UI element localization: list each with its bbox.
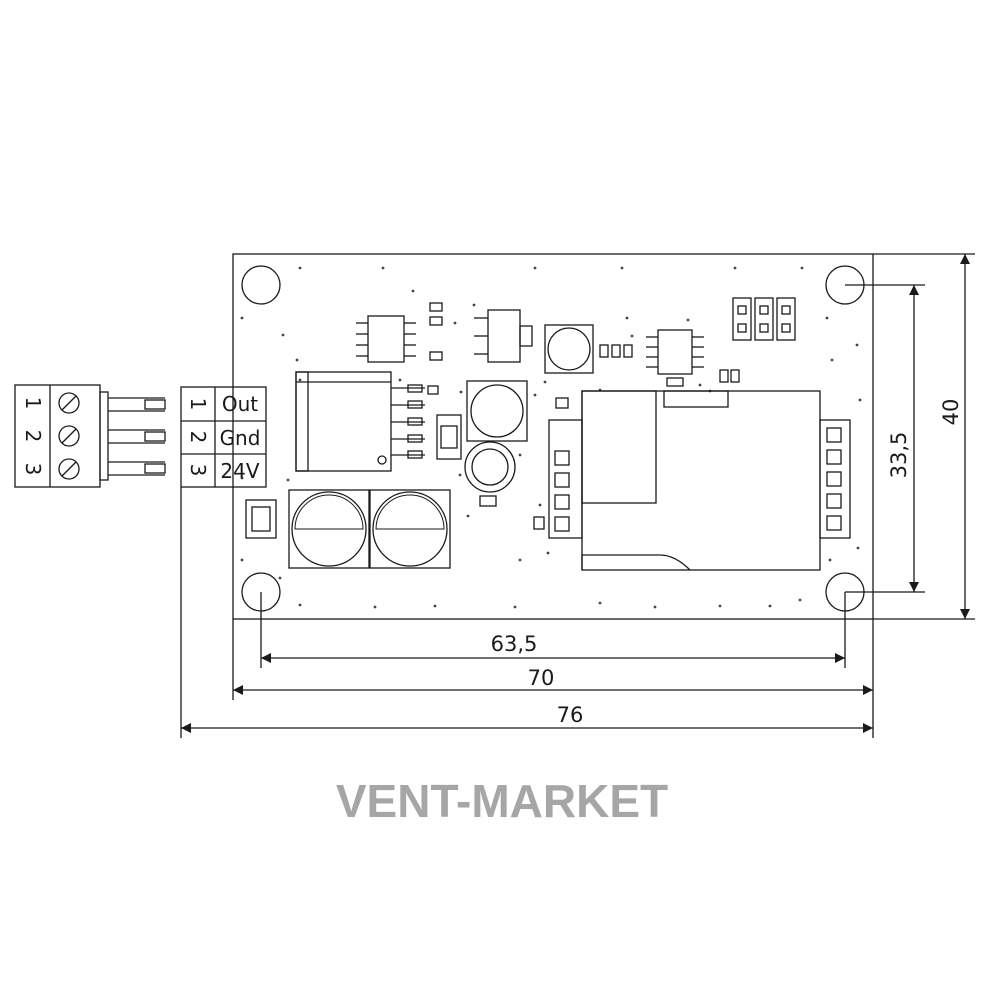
via-dot (286, 478, 290, 482)
via-dot (472, 303, 476, 307)
terminal-label-24v: 24V (220, 459, 259, 483)
dimension-label-63-5: 63,5 (491, 632, 538, 656)
terminal-pin-number: 3 (186, 464, 210, 477)
via-dot (513, 605, 517, 609)
via-dot (546, 551, 550, 555)
via-dot (533, 266, 537, 270)
via-dot (466, 514, 470, 518)
via-dot (798, 598, 802, 602)
via-dot (411, 289, 415, 293)
horizontal-dimensions (180, 487, 874, 738)
via-dot (630, 334, 634, 338)
vertical-dimensions (845, 253, 975, 620)
mounting-hole-top-left (241, 265, 281, 305)
via-dot (830, 358, 834, 362)
via-dot (298, 603, 302, 607)
via-dot (543, 380, 547, 384)
mounting-holes (241, 265, 865, 612)
plug-pin-label: 3 (21, 463, 45, 476)
terminal-pin-number: 2 (186, 431, 210, 444)
via-dot (453, 321, 457, 325)
via-dot (459, 390, 463, 394)
dimension-label-33-5: 33,5 (887, 432, 911, 479)
dimension-label-40: 40 (939, 399, 963, 426)
dimension-label-70: 70 (528, 666, 555, 690)
terminal-label-gnd: Gnd (220, 426, 261, 450)
via-dot (538, 503, 542, 507)
terminal-pin-number: 1 (186, 398, 210, 411)
via-dot (698, 383, 702, 387)
pcb-components (245, 297, 851, 571)
via-dot (620, 266, 624, 270)
plug-pin-labels: 1 2 3 (21, 397, 45, 476)
terminal-labels: 1 2 3 Out Gnd 24V (186, 392, 260, 483)
terminal-block (180, 386, 267, 488)
via-dot (858, 398, 862, 402)
via-dot (381, 266, 385, 270)
via-dot (518, 453, 522, 457)
watermark-vent-market: VENT-MARKET (336, 775, 668, 827)
via-dot (653, 605, 657, 609)
via-dot (433, 604, 437, 608)
via-dot (718, 604, 722, 608)
dimension-label-76: 76 (557, 703, 584, 727)
via-dot (240, 476, 244, 480)
via-dot (278, 576, 282, 580)
via-dot (686, 318, 690, 322)
via-dot (856, 546, 860, 550)
plug-pin-label: 2 (21, 430, 45, 443)
via-dot (825, 316, 829, 320)
via-dot (733, 266, 737, 270)
via-dot (533, 393, 537, 397)
via-dot (295, 358, 299, 362)
via-dot (518, 558, 522, 562)
via-dot (598, 601, 602, 605)
via-dot (625, 316, 629, 320)
board-vias (240, 266, 862, 609)
pcb-board-outline (232, 253, 874, 620)
via-dot (855, 343, 859, 347)
plug-pin-label: 1 (21, 397, 45, 410)
via-dot (281, 333, 285, 337)
via-dot (398, 378, 402, 382)
via-dot (240, 316, 244, 320)
via-dot (240, 558, 244, 562)
terminal-label-out: Out (222, 392, 258, 416)
via-dot (298, 378, 302, 382)
via-dot (298, 266, 302, 270)
via-dot (800, 266, 804, 270)
via-dot (768, 604, 772, 608)
via-dot (458, 473, 462, 477)
detached-plug (14, 384, 166, 488)
via-dot (828, 558, 832, 562)
via-dot (373, 605, 377, 609)
dimension-labels: 63,5 70 76 33,5 40 (491, 399, 963, 727)
